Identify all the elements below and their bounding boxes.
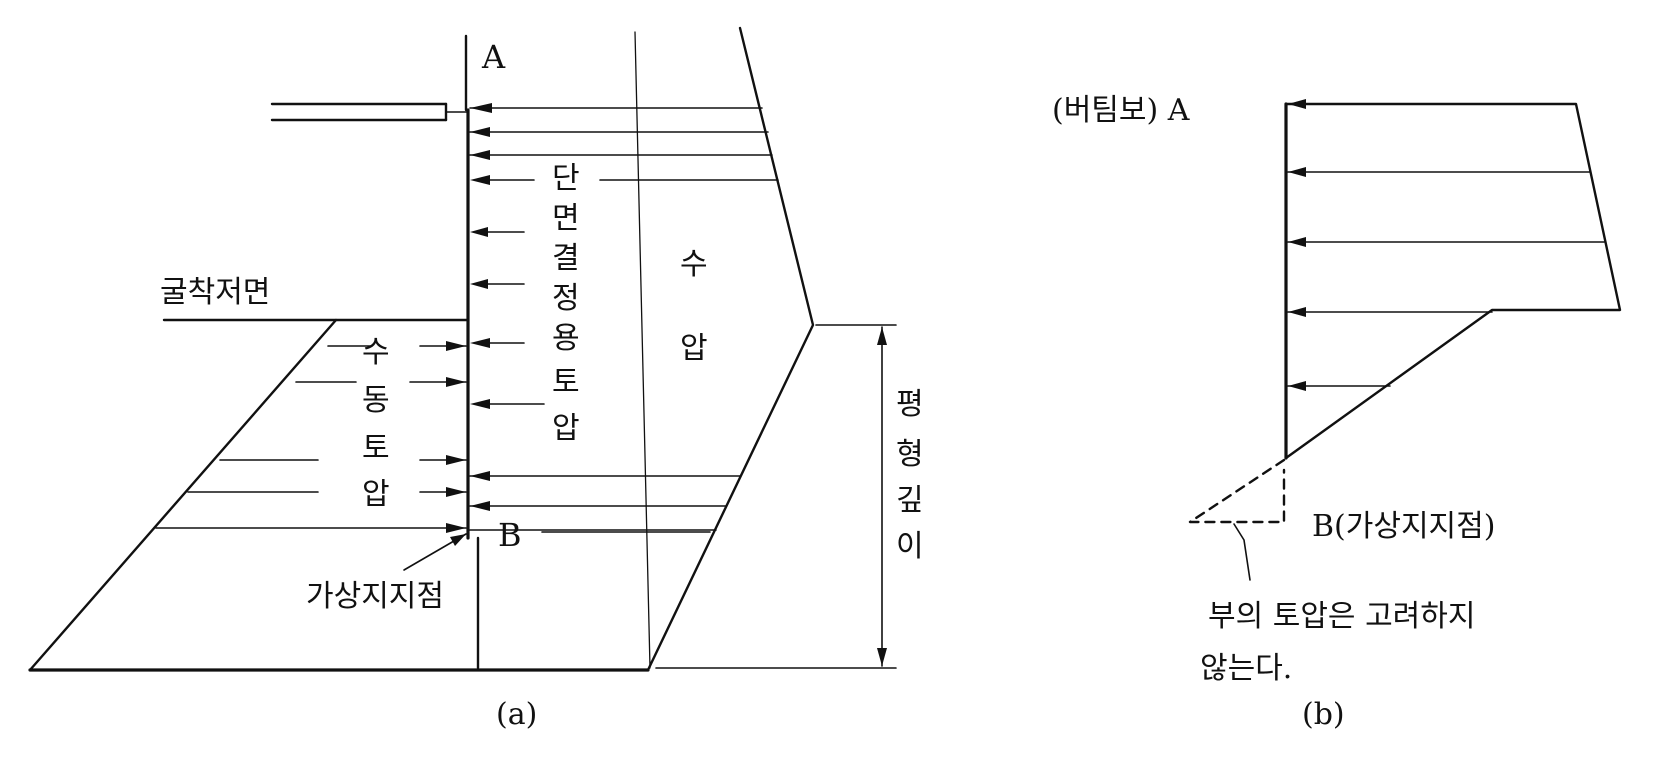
note-line-1: 부의 토압은 고려하지 — [1208, 599, 1475, 634]
svg-text:압: 압 — [362, 477, 390, 512]
support-label-b: B(가상지지점) — [1312, 509, 1495, 544]
svg-text:압: 압 — [680, 331, 708, 366]
svg-text:수: 수 — [362, 335, 390, 370]
svg-text:수: 수 — [680, 247, 708, 282]
passive-pressure-arrows — [155, 341, 467, 533]
water-pressure-label: 수 압 — [680, 247, 708, 366]
excavation-base-label: 굴착저면 — [160, 275, 270, 310]
panel-b: (버팀보) A B(가상지지점) 부의 토압은 고려하지 않는다. (b) — [1052, 93, 1622, 732]
equilibrium-depth-dimension — [655, 324, 897, 669]
equilibrium-depth-label: 평 형 깊 이 — [896, 387, 924, 564]
water-pressure-reference-line — [634, 31, 651, 669]
svg-text:면: 면 — [552, 201, 580, 236]
active-pressure-boundary — [646, 26, 815, 672]
note-line-2: 않는다. — [1200, 651, 1292, 686]
active-pressure-arrows — [469, 103, 779, 533]
svg-text:깊: 깊 — [896, 483, 924, 518]
panel-a: A B 굴착저면 가상지지점 단 면 결 정 용 토 압 수 압 수 동 토 압… — [28, 26, 924, 732]
point-b-label: B — [498, 516, 522, 554]
svg-text:정: 정 — [552, 281, 580, 316]
panel-b-caption: (b) — [1302, 697, 1345, 732]
svg-text:평: 평 — [896, 387, 924, 422]
negative-pressure-region — [1188, 458, 1286, 524]
point-a-label: A — [481, 38, 506, 76]
pressure-arrows-b — [1287, 99, 1605, 391]
svg-text:토: 토 — [552, 365, 580, 400]
svg-text:이: 이 — [896, 529, 924, 564]
svg-text:단: 단 — [552, 161, 580, 196]
virtual-support-label: 가상지지점 — [306, 579, 444, 614]
design-pressure-label: 단 면 결 정 용 토 압 — [552, 161, 580, 446]
svg-text:토: 토 — [362, 431, 390, 466]
svg-text:용: 용 — [552, 321, 580, 356]
svg-text:결: 결 — [552, 241, 580, 276]
passive-pressure-label: 수 동 토 압 — [362, 335, 390, 512]
svg-text:압: 압 — [552, 411, 580, 446]
pressure-diagram-outline — [1284, 102, 1622, 460]
virtual-support-arrowhead — [450, 534, 466, 546]
passive-pressure-boundary — [28, 318, 338, 672]
svg-text:동: 동 — [362, 383, 390, 418]
strut — [270, 102, 469, 122]
svg-text:형: 형 — [896, 437, 924, 472]
strut-label: (버팀보) A — [1052, 93, 1190, 128]
note-leader — [1233, 523, 1251, 581]
panel-a-caption: (a) — [496, 697, 537, 732]
